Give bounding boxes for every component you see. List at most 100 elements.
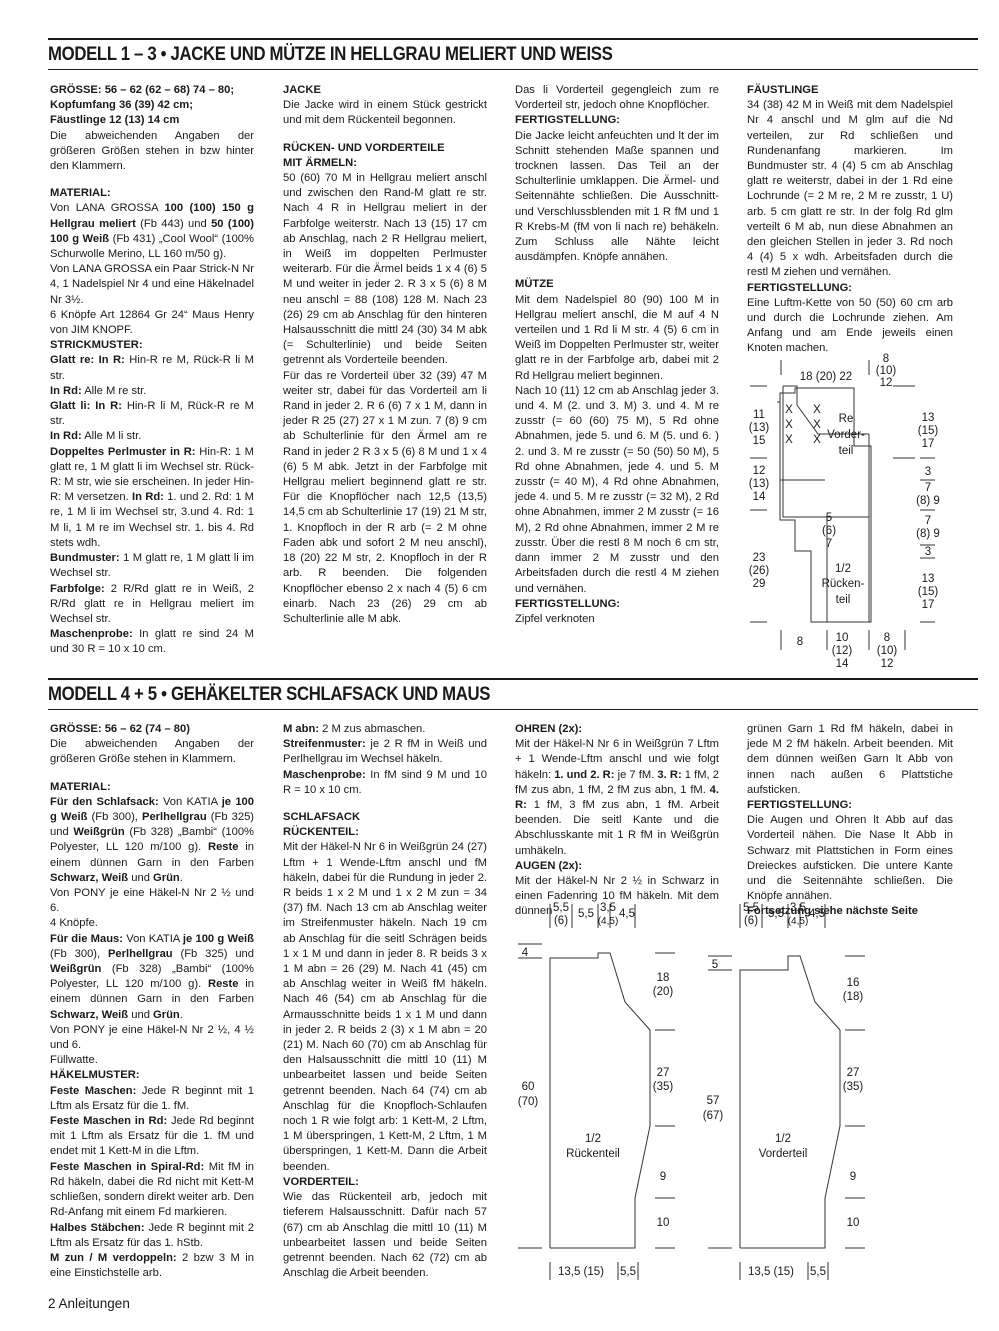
subheading: Fäustlinge 12 (13) 14 cm: [50, 114, 180, 127]
jacket-pattern-diagram: 18 (20) 22 8 (10) 12 11 (13) 15 12 (13) …: [749, 353, 940, 670]
paragraph: Farbfolge: 2 R/Rd glatt re in Weiß, 2 R/…: [50, 582, 254, 625]
paragraph: Glatt li: In R: Hin-R li M, Rück-R re M …: [50, 400, 255, 428]
dim-right-6: 10: [847, 1217, 860, 1229]
paragraph: Von PONY je eine Häkel-N Nr 2 ½ und 6.: [50, 887, 254, 915]
paragraph: Die abweichenden Angaben der größeren Gr…: [50, 738, 254, 766]
paragraph: Für den Schlafsack: Von KATIA je 100 g W…: [50, 795, 255, 884]
paragraph: Die Jacke leicht anfeuchten und lt der i…: [515, 129, 719, 264]
paragraph: Feste Maschen in Rd: Jede Rd beginnt mit…: [50, 1115, 254, 1158]
label-half-back-1: 1/2: [835, 563, 851, 575]
dim-bottom-6: (10): [877, 645, 898, 657]
dim-bottom-2: 5,5: [620, 1266, 636, 1278]
subheading: SCHLAFSACK: [283, 811, 361, 824]
dim-right-2: (15): [918, 425, 939, 437]
paragraph: Die abweichenden Angaben der größeren Gr…: [50, 129, 254, 173]
paragraph-gap: [283, 129, 487, 141]
dim-bottom-1: 13,5 (15): [748, 1266, 794, 1278]
measure-ticks: [518, 904, 675, 1280]
subheading: FERTIGSTELLUNG:: [747, 799, 853, 812]
dim-right-5: 9: [850, 1171, 856, 1183]
dim-top-2: (6): [744, 915, 758, 927]
subheading: MIT ÄRMELN:: [283, 156, 357, 169]
column-fertigstellung-2: grünen Garn 1 Rd fM häkeln, dabei in jed…: [747, 722, 953, 920]
dim-right-6: (8) 9: [916, 495, 940, 507]
column-size-material-2: GRÖSSE: 56 – 62 (74 – 80) Die abweichende…: [50, 722, 254, 1281]
section-title: MODELL 4 + 5 • GEHÄKELTER SCHLAFSACK UND…: [48, 683, 491, 705]
dim-left-6: 14: [753, 491, 766, 503]
dim-top-4: 3,5: [600, 902, 616, 914]
subheading: GRÖSSE: 56 – 62 (74 – 80): [50, 723, 190, 735]
dim-right-10: 13: [922, 573, 935, 585]
paragraph: Maschenprobe: In fM sind 9 M und 10 R = …: [283, 768, 487, 796]
paragraph: In Rd: Alle M re str.: [50, 384, 147, 397]
dim-left-2: (13): [749, 422, 770, 434]
dim-right-9: 3: [925, 546, 931, 558]
paragraph: Wie das Rückenteil arb, jedoch mit tiefe…: [283, 1191, 487, 1280]
dim-right-7: 7: [925, 515, 931, 527]
paragraph: Feste Maschen in Spiral-Rd: Mit fM in Rd…: [50, 1160, 254, 1219]
label-re-vorderteil-3: teil: [839, 445, 854, 457]
dim-bottom-5: 8: [884, 632, 890, 644]
dim-top-3: 5,5: [578, 908, 594, 920]
subheading: GRÖSSE: 56 – 62 (62 – 68) 74 – 80;: [50, 84, 235, 96]
dim-top-6: 4,5: [619, 908, 635, 920]
page-footer: 2 Anleitungen: [48, 1296, 130, 1311]
dim-right-5: 9: [660, 1171, 666, 1183]
dim-mid-2: (6): [822, 525, 836, 537]
dim-right-4: 3: [925, 466, 931, 478]
dim-height-1: 57: [707, 1095, 720, 1107]
buttonhole-mark: X: [785, 419, 793, 431]
dim-right-4: (35): [843, 1081, 864, 1093]
label-half-back-2: Rücken-: [822, 578, 865, 590]
paragraph: Für die Maus: Von KATIA je 100 g Weiß (F…: [50, 932, 254, 1021]
subheading: OHREN (2x):: [515, 723, 583, 735]
paragraph: Füllwatte.: [50, 1054, 98, 1067]
paragraph: Glatt re: In R: Hin-R re M, Rück-R li M …: [50, 354, 255, 382]
paragraph: 4 Knöpfe.: [50, 917, 98, 930]
subheading: FERTIGSTELLUNG:: [515, 597, 621, 610]
dim-top-width: 18 (20) 22: [800, 371, 852, 383]
label-half: 1/2: [775, 1133, 791, 1145]
column-fertigstellung-muetze: Das li Vorderteil gegengleich zum re Vor…: [515, 83, 719, 627]
subheading: RÜCKEN- UND VORDERTEILE: [283, 141, 445, 154]
paragraph: 50 (60) 70 M in Hellgrau meliert anschl …: [283, 172, 487, 367]
dim-left-5: (13): [749, 478, 770, 490]
label-re-vorderteil-1: Re: [839, 413, 854, 425]
column-schlafsack: M abn: 2 M zus abmaschen. Streifenmuster:…: [283, 722, 487, 1281]
label-re-vorderteil-2: Vorder-: [827, 429, 865, 441]
dim-bottom-4: 14: [836, 658, 849, 670]
paragraph: M abn: 2 M zus abmaschen.: [283, 723, 426, 735]
sack-front-outline: [739, 955, 841, 1249]
dim-shoulder: 4: [522, 947, 529, 959]
dim-top-1: 5,5: [553, 902, 569, 914]
dim-bottom-7: 12: [881, 658, 894, 670]
paragraph: Für das re Vorderteil über 32 (39) 47 M …: [283, 369, 487, 625]
dim-bottom-2: 10: [836, 632, 849, 644]
dim-bottom-2: 5,5: [810, 1266, 826, 1278]
subheading: HÄKELMUSTER:: [50, 1069, 140, 1082]
dim-right-3: 17: [922, 438, 935, 450]
dim-neck-b: (10): [876, 365, 897, 377]
paragraph: Mit der Häkel-N Nr 6 in Weißgrün 24 (27)…: [283, 841, 487, 1173]
paragraph: Streifenmuster: je 2 R fM in Weiß und Pe…: [283, 738, 487, 766]
paragraph: Halbes Stäbchen: Jede R beginnt mit 2 Lf…: [50, 1221, 254, 1249]
dim-left-7: 23: [753, 552, 766, 564]
dim-right-4: (35): [653, 1081, 674, 1093]
paragraph: Mit dem Nadelspiel 80 (90) 100 M in Hell…: [515, 293, 719, 382]
paragraph: Maschenprobe: In glatt re sind 24 M und …: [50, 628, 254, 656]
label-half-back-3: teil: [836, 594, 851, 606]
paragraph-gap: [50, 174, 254, 186]
paragraph: Bundmuster: 1 M glatt re, 1 M glatt li i…: [50, 552, 254, 580]
dim-neck-c: 12: [880, 377, 893, 389]
paragraph: Mit der Häkel-N Nr 6 in Weißgrün 7 Lftm …: [515, 738, 719, 857]
sack-back-diagram: 5,5 (6) 5,5 3,5 (4,5) 4,5 4 18 (20) 27 (…: [518, 902, 675, 1280]
dim-bottom-1: 8: [797, 636, 803, 648]
label-vorderteil: Vorderteil: [759, 1148, 808, 1160]
dim-bottom-1: 13,5 (15): [558, 1266, 604, 1278]
measure-ticks: [750, 360, 935, 650]
section-title: MODELL 1 – 3 • JACKE UND MÜTZE IN HELLGR…: [48, 43, 613, 65]
dim-top-3: 5,5: [768, 908, 784, 920]
paragraph: In Rd: Alle M li str.: [50, 430, 142, 443]
subheading: MATERIAL:: [50, 780, 111, 793]
